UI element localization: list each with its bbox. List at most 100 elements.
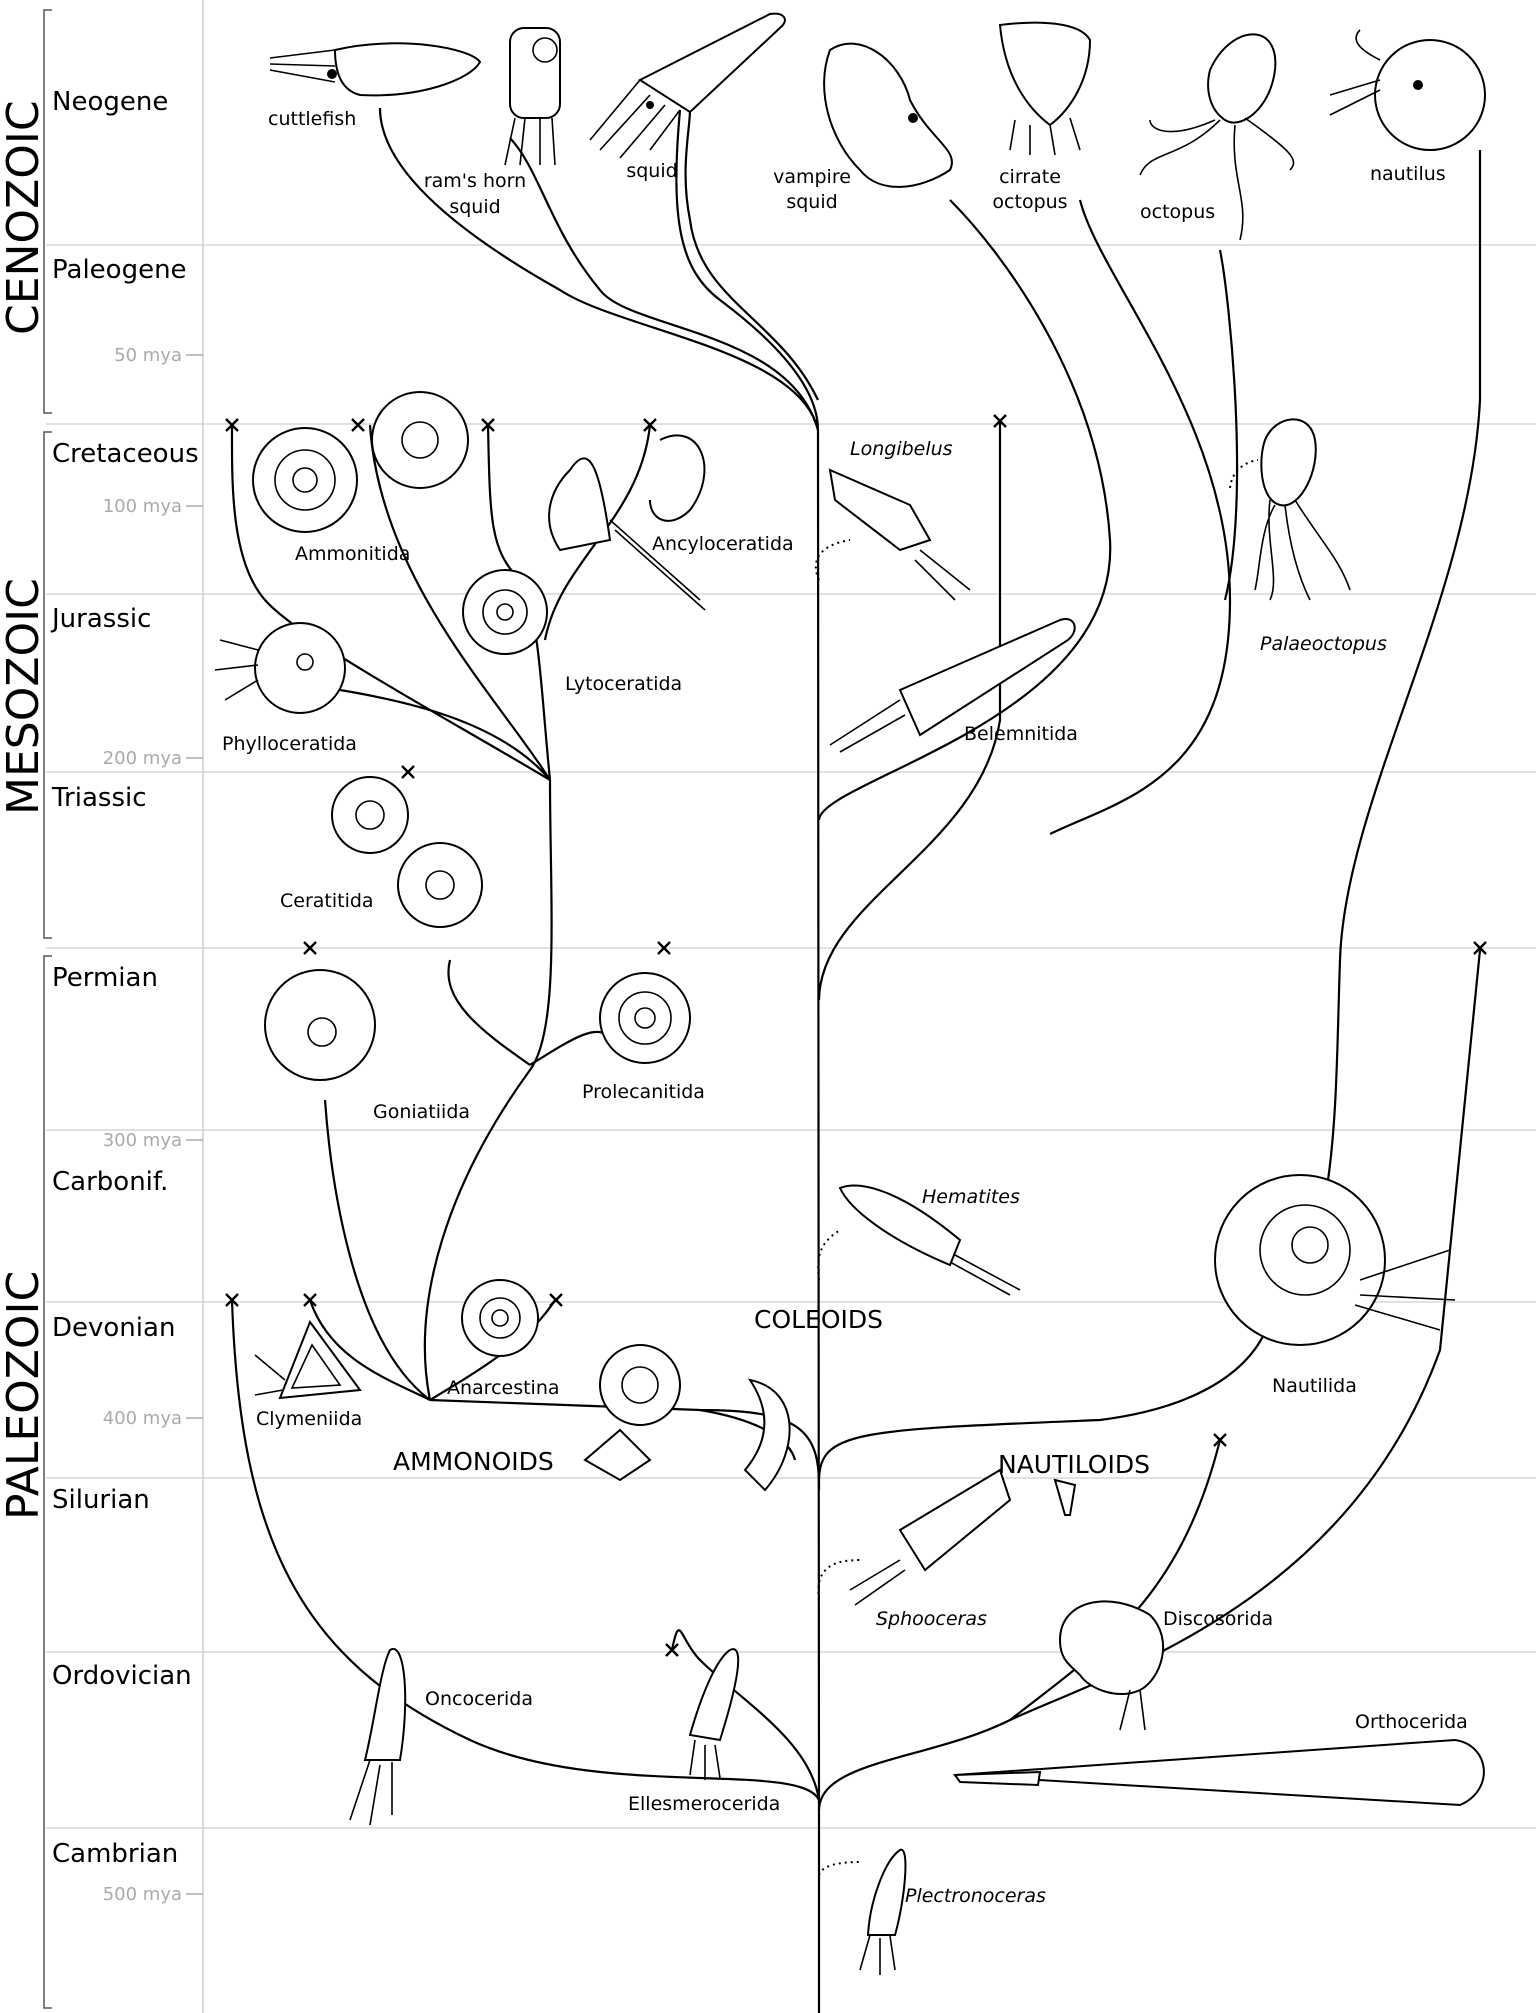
label-sphooceras: Sphooceras — [876, 1608, 987, 1630]
mya-tick-50: 50 mya — [114, 345, 182, 366]
label-phylloceratida: Phylloceratida — [222, 733, 357, 755]
label-rams-horn-squid-line1: ram's horn — [424, 170, 526, 192]
plectronoceras-illustration — [859, 1848, 907, 1975]
period-paleogene: Paleogene — [52, 255, 187, 285]
ceratitida-illustration — [331, 776, 483, 928]
paleozoic-bracket — [43, 955, 52, 2009]
branch-nautilus — [1269, 150, 1482, 1321]
ammonitida-illustration — [252, 391, 469, 533]
label-belemnitida: Belemnitida — [964, 723, 1078, 745]
branch-nautiloids — [817, 1319, 1272, 1481]
extinction-mark — [993, 414, 1007, 428]
label-discosorida: Discosorida — [1163, 1608, 1273, 1630]
extinction-mark — [225, 1293, 239, 1307]
cirrate-octopus-illustration — [998, 21, 1092, 156]
label-goniatiida: Goniatiida — [373, 1101, 470, 1123]
extinction-mark — [1213, 1433, 1227, 1447]
connector-palaeoctopus — [1229, 459, 1259, 489]
period-devonian: Devonian — [52, 1313, 175, 1343]
branch-cuttlefish — [378, 107, 820, 431]
group-label-nautiloids: NAUTILOIDS — [998, 1450, 1150, 1479]
ancyloceratida-illustration — [548, 434, 706, 611]
extinction-mark — [643, 418, 657, 432]
label-cirrate-octopus-line2: octopus — [992, 191, 1067, 213]
branch-goniatiida — [323, 1099, 431, 1401]
ellesmerocerida-illustration — [688, 1648, 740, 1780]
label-vampire-squid-line2: squid — [786, 191, 837, 213]
hematites-illustration — [838, 1184, 1021, 1296]
group-label-ammonoids: AMMONOIDS — [393, 1447, 554, 1476]
label-ceratitida: Ceratitida — [280, 890, 374, 912]
extinction-marks — [225, 414, 1487, 1657]
label-ammonitida: Ammonitida — [295, 543, 410, 565]
label-cuttlefish: cuttlefish — [268, 108, 356, 130]
branch-ceratitida — [447, 959, 531, 1066]
branch-belemnitida — [817, 420, 1002, 1001]
period-carbonif: Carbonif. — [52, 1167, 168, 1197]
connector-hematites — [817, 1229, 841, 1281]
mya-tick-100: 100 mya — [103, 496, 182, 517]
vampire-squid-illustration — [823, 42, 953, 188]
label-lytoceratida: Lytoceratida — [565, 673, 682, 695]
cenozoic-bracket — [43, 9, 52, 414]
dotted-connectors — [814, 459, 1259, 1876]
belemnitida-illustration — [829, 618, 1076, 753]
label-longibelus: Longibelus — [850, 438, 953, 460]
nautilus-illustration — [1329, 29, 1486, 151]
squid-illustration — [589, 12, 786, 159]
extinction-mark — [1473, 941, 1487, 955]
connector-plectronoceras — [818, 1861, 861, 1876]
branch-ammonitida-2 — [368, 424, 551, 781]
orthocerida-illustration — [953, 1738, 1485, 1807]
label-palaeoctopus: Palaeoctopus — [1260, 633, 1387, 655]
cuttlefish-illustration — [269, 42, 482, 97]
branch-octopus — [1218, 249, 1239, 601]
label-clymeniida: Clymeniida — [256, 1408, 362, 1430]
nautilida-illustration — [1214, 1174, 1456, 1346]
extinction-mark — [225, 418, 239, 432]
period-jurassic: Jurassic — [50, 604, 151, 634]
phylloceratida-illustration — [214, 622, 346, 714]
label-squid: squid — [626, 160, 677, 182]
group-label-coleoids: COLEOIDS — [754, 1305, 883, 1334]
branch-squid — [684, 109, 819, 401]
extinction-mark — [401, 765, 415, 779]
main-trunk — [675, 109, 821, 2013]
anarcestina-illustration — [461, 1279, 539, 1357]
branch-rams-horn — [509, 137, 820, 431]
prolecanitida-illustration — [599, 972, 691, 1064]
label-hematites: Hematites — [922, 1186, 1020, 1208]
extinction-mark — [665, 1643, 679, 1657]
period-triassic: Triassic — [51, 783, 147, 813]
period-silurian: Silurian — [52, 1485, 150, 1515]
organism-sketches — [214, 12, 1486, 1975]
mya-ticks: 50 mya 100 mya 200 mya 300 mya 400 mya 5… — [103, 345, 203, 1905]
era-paleozoic: PALEOZOIC — [0, 1271, 49, 1520]
extinction-mark — [351, 418, 365, 432]
connector-longibelus — [814, 539, 851, 581]
branch-cirrate-octopus — [1049, 199, 1232, 835]
extinction-mark — [303, 941, 317, 955]
era-cenozoic: CENOZOIC — [0, 100, 49, 335]
discosorida-illustration — [1058, 1600, 1165, 1731]
label-octopus: octopus — [1140, 201, 1215, 223]
era-mesozoic: MESOZOIC — [0, 578, 49, 815]
octopus-illustration — [1139, 33, 1295, 241]
extinction-mark — [303, 1293, 317, 1307]
branch-clymeniida — [308, 1299, 431, 1401]
branch-ellesmerocerida — [670, 1629, 821, 1801]
label-prolecanitida: Prolecanitida — [582, 1081, 705, 1103]
branch-ammonoid-stem — [423, 779, 553, 1401]
label-ellesmerocerida: Ellesmerocerida — [628, 1793, 780, 1815]
palaeoctopus-illustration — [1254, 418, 1351, 601]
period-cambrian: Cambrian — [52, 1839, 178, 1869]
label-anarcestina: Anarcestina — [447, 1377, 560, 1399]
label-orthocerida: Orthocerida — [1355, 1711, 1468, 1733]
mya-tick-400: 400 mya — [103, 1408, 182, 1429]
label-vampire-squid-line1: vampire — [773, 166, 851, 188]
label-nautilida: Nautilida — [1272, 1375, 1357, 1397]
label-oncocerida: Oncocerida — [425, 1688, 533, 1710]
label-ancyloceratida: Ancyloceratida — [652, 533, 794, 555]
